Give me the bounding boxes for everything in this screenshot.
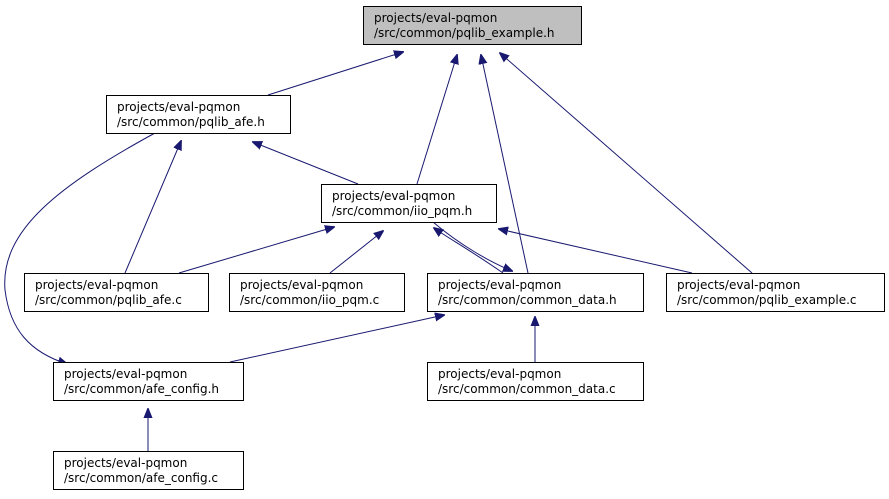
- edge-pqlib_example_c-to-pqlib_example_h: [500, 53, 753, 274]
- node-label-line2: /src/common/iio_pqm.c: [240, 293, 379, 307]
- node-box[interactable]: [53, 451, 244, 490]
- node-label-line1: projects/eval-pqmon: [438, 367, 561, 381]
- node-box[interactable]: [321, 184, 497, 223]
- node-common_data_h[interactable]: projects/eval-pqmon/src/common/common_da…: [427, 273, 644, 312]
- node-label-line1: projects/eval-pqmon: [332, 189, 455, 203]
- edge-pqlib_afe_c-to-iio_pqm_h: [178, 227, 334, 274]
- edges-layer: [4, 52, 753, 451]
- node-afe_config_c[interactable]: projects/eval-pqmon/src/common/afe_confi…: [53, 451, 244, 490]
- node-label-line2: /src/common/pqlib_example.h: [374, 26, 555, 40]
- node-box[interactable]: [666, 273, 885, 312]
- node-pqlib_example_c[interactable]: projects/eval-pqmon/src/common/pqlib_exa…: [666, 273, 885, 312]
- edge-iio_pqm_h-to-pqlib_example_h: [416, 55, 457, 185]
- node-label-line1: projects/eval-pqmon: [677, 278, 800, 292]
- node-iio_pqm_h[interactable]: projects/eval-pqmon/src/common/iio_pqm.h: [321, 184, 497, 223]
- node-iio_pqm_c[interactable]: projects/eval-pqmon/src/common/iio_pqm.c: [229, 273, 405, 312]
- node-label-line2: /src/common/pqlib_afe.h: [117, 115, 265, 129]
- node-label-line2: /src/common/common_data.c: [438, 382, 616, 396]
- node-box[interactable]: [229, 273, 405, 312]
- edge-pqlib_example_c-to-iio_pqm_h: [499, 229, 693, 274]
- node-label-line2: /src/common/afe_config.c: [64, 471, 218, 485]
- nodes-layer: projects/eval-pqmon/src/common/pqlib_exa…: [24, 6, 885, 490]
- edge-afe_config_h-to-common_data_h: [229, 315, 444, 363]
- node-common_data_c[interactable]: projects/eval-pqmon/src/common/common_da…: [427, 362, 644, 401]
- node-label-line2: /src/common/afe_config.h: [64, 382, 219, 396]
- node-pqlib_afe_c[interactable]: projects/eval-pqmon/src/common/pqlib_afe…: [24, 273, 209, 312]
- edge-iio_pqm_h-to-common_data_h: [432, 221, 512, 271]
- node-label-line2: /src/common/iio_pqm.h: [332, 204, 472, 218]
- edge-afe_config_h-to-pqlib_afe_h: [4, 132, 156, 364]
- node-pqlib_example_h[interactable]: projects/eval-pqmon/src/common/pqlib_exa…: [363, 6, 582, 45]
- node-box[interactable]: [24, 273, 209, 312]
- node-label-line1: projects/eval-pqmon: [35, 278, 158, 292]
- node-label-line1: projects/eval-pqmon: [64, 456, 187, 470]
- node-box[interactable]: [427, 273, 644, 312]
- node-label-line1: projects/eval-pqmon: [374, 11, 497, 25]
- node-label-line2: /src/common/pqlib_afe.c: [35, 293, 182, 307]
- edge-pqlib_afe_c-to-pqlib_afe_h: [124, 141, 181, 274]
- edge-common_data_h-to-pqlib_example_h: [481, 55, 529, 274]
- node-label-line1: projects/eval-pqmon: [64, 367, 187, 381]
- node-box[interactable]: [363, 6, 582, 45]
- edge-iio_pqm_h-to-pqlib_afe_h: [253, 142, 359, 185]
- node-label-line2: /src/common/common_data.h: [438, 293, 617, 307]
- node-afe_config_h[interactable]: projects/eval-pqmon/src/common/afe_confi…: [53, 362, 244, 401]
- edge-iio_pqm_c-to-iio_pqm_h: [329, 231, 383, 274]
- node-label-line1: projects/eval-pqmon: [438, 278, 561, 292]
- node-label-line2: /src/common/pqlib_example.c: [677, 293, 857, 307]
- edge-common_data_h-to-iio_pqm_h: [434, 228, 504, 274]
- edge-pqlib_afe_h-to-pqlib_example_h: [267, 52, 403, 96]
- node-box[interactable]: [53, 362, 244, 401]
- node-label-line1: projects/eval-pqmon: [240, 278, 363, 292]
- node-box[interactable]: [106, 95, 291, 134]
- node-pqlib_afe_h[interactable]: projects/eval-pqmon/src/common/pqlib_afe…: [106, 95, 291, 134]
- node-box[interactable]: [427, 362, 644, 401]
- node-label-line1: projects/eval-pqmon: [117, 100, 240, 114]
